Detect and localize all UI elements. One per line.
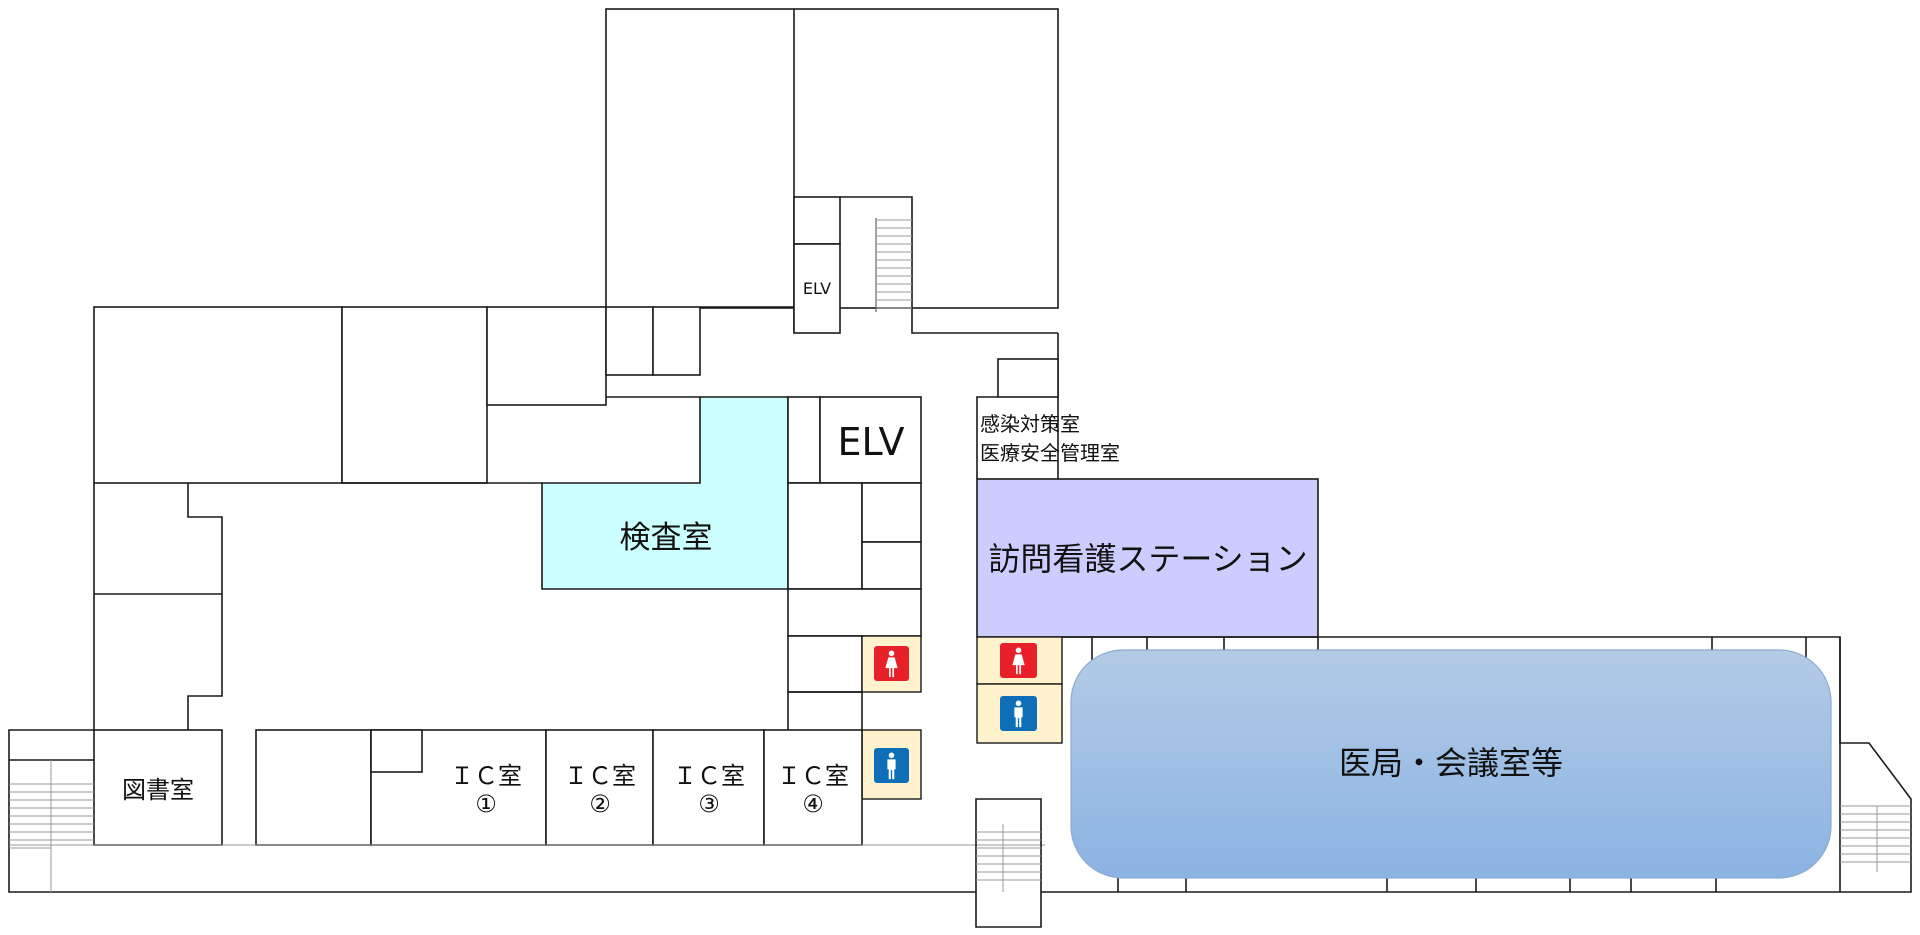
ic4-label: ＩＣ室 [777, 762, 849, 790]
core-room-d [787, 588, 922, 637]
elv-top-room [793, 243, 841, 334]
bottom-room-a [255, 729, 372, 846]
upper-tower: ELV [605, 8, 1059, 334]
core-slot [787, 396, 821, 484]
ic4-number: ④ [802, 790, 824, 818]
ic3-room [652, 729, 765, 846]
left-stairwell [8, 729, 1045, 893]
kansen-label-1: 感染対策室 [980, 412, 1080, 436]
ic3-number: ③ [698, 790, 720, 818]
ic1-closet [370, 729, 423, 773]
elv-top-label: ELV [803, 279, 831, 298]
east-stairs [1840, 805, 1911, 872]
elv-main-room [819, 396, 922, 484]
small-storage [997, 358, 1059, 398]
core-room-e [787, 635, 863, 693]
center-right-column: 感染対策室 医療安全管理室 [976, 333, 1120, 479]
elv-main-label: ELV [837, 420, 904, 464]
core-room-b [861, 482, 922, 543]
small-room-2 [652, 306, 701, 376]
toshoshitsu-room [93, 729, 223, 846]
ikyoku-label: 医局・会議室等 [1339, 744, 1563, 782]
stair-wall-top [840, 196, 1058, 334]
left-wing [93, 306, 794, 730]
core-room-a [787, 482, 863, 590]
left-room-b [341, 306, 488, 484]
ikyoku-room [1070, 649, 1832, 879]
tower-small-room [793, 196, 841, 245]
left-room-a [93, 306, 343, 484]
south-corridor-wall [8, 729, 976, 893]
core-room-c [861, 541, 922, 590]
ic2-number: ② [589, 790, 611, 818]
south-stair-box [975, 798, 1042, 928]
central-core: ELV [787, 396, 922, 730]
kansen-wall [976, 396, 998, 479]
houmon-room [976, 478, 1319, 638]
bottom-left-rooms: 図書室 ＩＣ室 ① ＩＣ室 ② ＩＣ室 ③ ＩＣ室 ④ [93, 729, 863, 846]
ic2-label: ＩＣ室 [564, 762, 636, 790]
ic3-label: ＩＣ室 [673, 762, 745, 790]
toshoshitsu-label: 図書室 [122, 776, 194, 804]
kensa-room [541, 396, 789, 590]
ic1-number: ① [475, 790, 497, 818]
ic1-label: ＩＣ室 [450, 762, 522, 790]
left-notch-wall [187, 483, 223, 730]
houmon-label: 訪問看護ステーション [988, 540, 1307, 578]
stairs-top [875, 218, 912, 312]
kansen-label-2: 医療安全管理室 [980, 441, 1120, 465]
small-room-1 [605, 306, 654, 376]
left-room-c [486, 306, 607, 406]
ic4-room [763, 729, 863, 846]
kensa-label: 検査室 [620, 520, 713, 556]
